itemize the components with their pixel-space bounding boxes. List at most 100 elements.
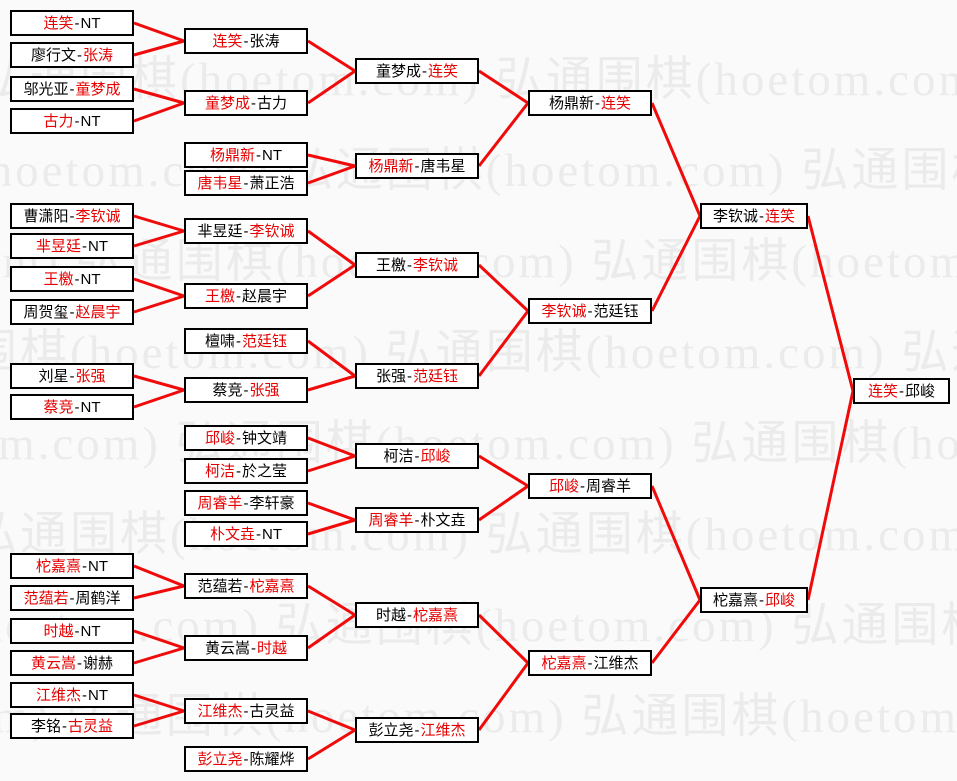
match-box-b11: 周睿羊-李轩豪 [184, 490, 308, 516]
vs-dash: - [74, 270, 80, 288]
player-name: NT [80, 14, 101, 32]
player-name: 古灵益 [68, 717, 114, 735]
match-box-a1: 连笑-NT [10, 10, 134, 36]
bracket-line [477, 613, 530, 665]
vs-dash: - [69, 303, 75, 321]
player-name: 廖行文 [30, 46, 76, 64]
match-box-f1: 连笑-邱峻 [853, 378, 950, 404]
vs-dash: - [74, 14, 80, 32]
player-name: 唐韦星 [197, 174, 243, 192]
player-name: 童梦成 [75, 80, 121, 98]
player-name: 邬光亚 [23, 80, 69, 98]
bracket-line [133, 294, 185, 314]
player-name: 连笑 [43, 14, 74, 32]
match-box-d2: 李钦诚-范廷钰 [528, 298, 652, 324]
match-box-a13: 时越-NT [10, 618, 134, 644]
bracket-line [477, 310, 530, 377]
bracket-line [133, 21, 185, 43]
bracket-line [133, 39, 185, 57]
player-name: 刘星 [38, 367, 69, 385]
match-box-b7: 檀啸-范廷钰 [184, 328, 308, 354]
vs-dash: - [407, 256, 412, 274]
player-name: 连笑 [601, 94, 632, 112]
player-name: 於之莹 [242, 462, 288, 480]
match-box-b14: 黄云嵩-时越 [184, 635, 308, 661]
vs-dash: - [251, 639, 256, 657]
bracket-line [307, 374, 356, 392]
player-name: 朴文垚 [420, 511, 466, 529]
vs-dash: - [256, 146, 261, 164]
player-name: 李钦诚 [413, 256, 459, 274]
match-box-a10: 蔡竞-NT [10, 394, 134, 420]
bracket-line [133, 584, 185, 600]
player-name: 萧正浩 [249, 174, 295, 192]
vs-dash: - [236, 287, 241, 305]
player-name: 王檄 [375, 256, 406, 274]
match-box-a14: 黄云嵩-谢赫 [10, 650, 134, 676]
player-name: 杨鼎新 [368, 157, 414, 175]
player-name: 邱峻 [420, 447, 451, 465]
vs-dash: - [251, 94, 256, 112]
match-box-a6: 芈昱廷-NT [10, 233, 134, 259]
player-name: 连笑 [765, 207, 796, 225]
bracket-line [133, 388, 185, 409]
player-name: 邱峻 [905, 382, 936, 400]
bracket-line [650, 485, 702, 601]
match-box-a3: 邬光亚-童梦成 [10, 76, 134, 102]
player-name: 柯洁 [204, 462, 235, 480]
bracket-line [133, 229, 185, 248]
vs-dash: - [407, 367, 412, 385]
bracket-line [133, 277, 185, 298]
player-name: 范廷钰 [242, 332, 288, 350]
player-name: NT [88, 237, 108, 255]
match-box-c4: 张强-范廷钰 [355, 363, 479, 389]
player-name: 唐韦星 [420, 157, 466, 175]
player-name: 朴文垚 [209, 525, 255, 543]
bracket-line [307, 153, 356, 168]
match-box-a12: 范蕴若-周鹤洋 [10, 585, 134, 611]
match-box-c2: 杨鼎新-唐韦星 [355, 153, 479, 179]
player-name: NT [80, 112, 101, 130]
match-box-e2: 柁嘉熹-邱峻 [700, 587, 808, 613]
player-name: 杨鼎新 [548, 94, 594, 112]
player-name: 古力 [43, 112, 74, 130]
vs-dash: - [77, 46, 82, 64]
player-name: 芈昱廷 [197, 222, 243, 240]
player-name: 芈昱廷 [35, 237, 81, 255]
match-box-c5: 柯洁-邱峻 [355, 443, 479, 469]
vs-dash: - [243, 750, 249, 768]
player-name: 江维杰 [593, 654, 639, 672]
bracket-line [477, 263, 530, 313]
player-name: 时越 [43, 622, 74, 640]
vs-dash: - [236, 462, 241, 480]
player-name: 张强 [375, 367, 406, 385]
player-name: 李钦诚 [541, 302, 587, 320]
bracket-line [307, 263, 356, 298]
bracket-line [133, 709, 185, 728]
bracket-line [133, 646, 185, 665]
player-name: 彭立尧 [197, 750, 243, 768]
match-box-a2: 廖行文-张涛 [10, 42, 134, 68]
vs-dash: - [69, 80, 75, 98]
bracket-line [478, 454, 529, 488]
bracket-line [307, 69, 356, 105]
player-name: 周鹤洋 [75, 589, 121, 607]
player-name: 连笑 [428, 62, 459, 80]
bracket-line [307, 613, 356, 650]
player-name: 时越 [257, 639, 288, 657]
match-box-b1: 连笑-张涛 [184, 28, 308, 54]
vs-dash: - [243, 494, 249, 512]
player-name: 周睿羊 [586, 477, 632, 495]
bracket-line [307, 454, 356, 473]
match-box-a8: 周贺玺-赵晨宇 [10, 299, 134, 325]
match-box-b5: 芈昱廷-李钦诚 [184, 218, 308, 244]
player-name: 黄云嵩 [204, 639, 250, 657]
vs-dash: - [580, 477, 585, 495]
match-box-b6: 王檄-赵晨宇 [184, 283, 308, 309]
player-name: 古灵益 [249, 702, 295, 720]
player-name: 柁嘉熹 [712, 591, 758, 609]
player-name: 江维杰 [35, 686, 81, 704]
vs-dash: - [236, 429, 241, 447]
